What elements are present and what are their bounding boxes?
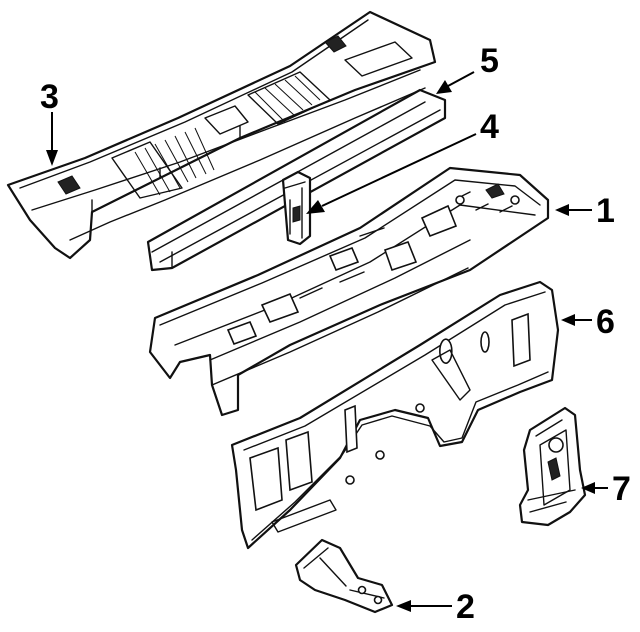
callout-number-1: 1: [596, 192, 615, 230]
callout-arrow-4: [306, 133, 477, 214]
callout-number-5: 5: [480, 42, 499, 80]
callout-number-3: 3: [40, 78, 59, 116]
callout-arrow-5: [436, 71, 475, 94]
callout-arrow-2: [396, 600, 452, 612]
callout-number-7: 7: [612, 470, 631, 508]
part-6-dash-panel: [230, 280, 560, 550]
callout-number-6: 6: [596, 303, 615, 341]
callout-arrow-6: [561, 314, 592, 326]
part-2-small-bracket: [294, 538, 394, 614]
part-3-cowl-panel: [6, 10, 437, 260]
callout-number-4: 4: [480, 108, 499, 146]
part-4-bracket: [281, 170, 312, 246]
part-1-cross-member: [148, 166, 550, 417]
callout-arrow-1: [555, 204, 592, 216]
part-7-side-bracket: [518, 406, 587, 527]
callout-number-2: 2: [456, 588, 475, 626]
callout-arrow-7: [581, 482, 608, 494]
callout-arrow-3: [46, 112, 58, 166]
